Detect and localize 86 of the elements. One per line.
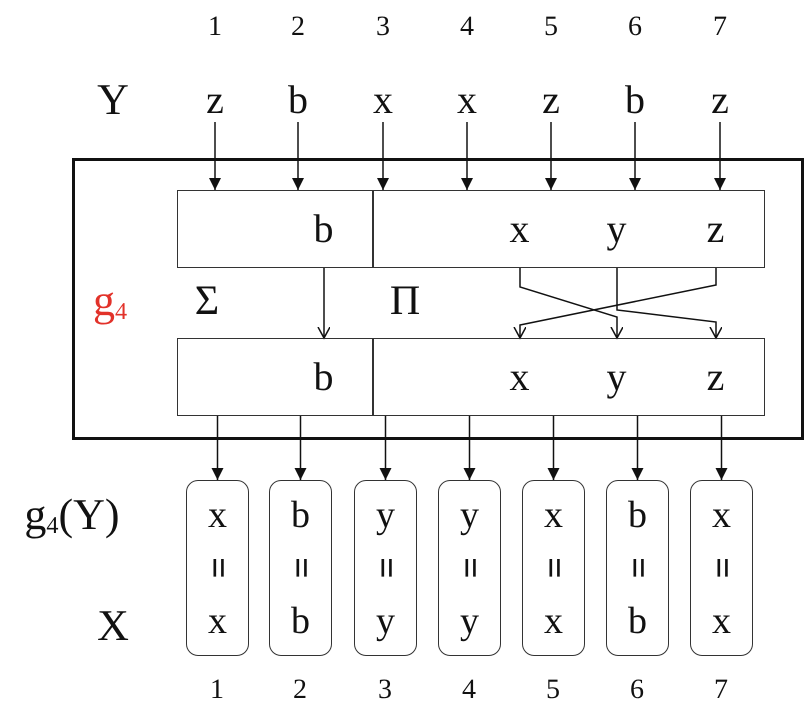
value-text: y <box>376 602 395 640</box>
variable-text: x <box>510 208 530 248</box>
equals-sign: = <box>198 557 236 579</box>
variable-text: z <box>706 356 724 396</box>
value-text: x <box>712 496 731 534</box>
variable-text: b <box>625 80 645 120</box>
column-number: 4 <box>462 676 476 704</box>
arrow <box>513 268 717 339</box>
arrow <box>212 416 224 480</box>
register-box <box>177 190 373 268</box>
result-box <box>606 480 669 656</box>
equals-sign: = <box>618 557 656 579</box>
equals-sign: = <box>282 557 320 579</box>
arrow <box>380 416 392 480</box>
column-number: 2 <box>293 676 307 704</box>
column-number: 2 <box>291 13 305 41</box>
equals-sign: = <box>534 557 572 579</box>
operator-symbol: Σ <box>194 280 220 322</box>
variable-text: z <box>542 80 560 120</box>
arrow <box>317 268 331 339</box>
variable-text: y <box>606 208 626 248</box>
result-box <box>186 480 249 656</box>
column-number: 5 <box>544 13 558 41</box>
value-text: b <box>628 496 647 534</box>
variable-text: z <box>711 80 729 120</box>
column-number: 7 <box>714 676 728 704</box>
arrow <box>377 122 389 190</box>
arrow <box>209 122 221 190</box>
value-text: y <box>460 602 479 640</box>
function-box <box>72 158 804 440</box>
arrow <box>519 268 624 339</box>
column-number: 1 <box>208 13 222 41</box>
variable-text: z <box>206 80 224 120</box>
register-box <box>373 190 765 268</box>
value-text: x <box>208 602 227 640</box>
column-number: 5 <box>546 676 560 704</box>
value-text: b <box>291 496 310 534</box>
column-number: 3 <box>378 676 392 704</box>
arrow <box>461 122 473 190</box>
operator-symbol: Π <box>390 280 420 322</box>
result-box <box>690 480 753 656</box>
arrow <box>716 416 728 480</box>
value-text: x <box>712 602 731 640</box>
equals-sign: = <box>450 557 488 579</box>
variable-text: x <box>510 356 530 396</box>
column-number: 1 <box>210 676 224 704</box>
column-number: 4 <box>460 13 474 41</box>
variable-text: b <box>314 356 334 396</box>
variable-text: b <box>288 80 308 120</box>
arrow <box>629 122 641 190</box>
value-text: x <box>544 602 563 640</box>
value-text: y <box>376 496 395 534</box>
column-number: 7 <box>713 13 727 41</box>
result-box <box>522 480 585 656</box>
arrow <box>714 122 726 190</box>
arrow <box>616 268 723 339</box>
arrow <box>548 416 560 480</box>
value-text: x <box>208 496 227 534</box>
variable-text: z <box>706 208 724 248</box>
row-label: g$_{4}$(Y) <box>24 493 120 537</box>
arrow <box>464 416 476 480</box>
value-text: x <box>544 496 563 534</box>
variable-text: x <box>373 80 393 120</box>
value-text: y <box>460 496 479 534</box>
value-text: b <box>291 602 310 640</box>
function-label: g$_{4}$ <box>93 279 128 323</box>
variable-text: b <box>314 208 334 248</box>
result-box <box>438 480 501 656</box>
column-number: 6 <box>630 676 644 704</box>
arrow <box>294 416 306 480</box>
column-number: 3 <box>376 13 390 41</box>
arrow <box>545 122 557 190</box>
register-box <box>177 338 373 416</box>
row-label: X <box>97 604 129 648</box>
variable-text: x <box>457 80 477 120</box>
arrow <box>632 416 644 480</box>
column-number: 6 <box>628 13 642 41</box>
equals-sign: = <box>366 557 404 579</box>
register-box <box>373 338 765 416</box>
result-box <box>269 480 332 656</box>
variable-text: y <box>606 356 626 396</box>
arrow <box>292 122 304 190</box>
result-box <box>354 480 417 656</box>
value-text: b <box>628 602 647 640</box>
row-label: Y <box>97 78 129 122</box>
equals-sign: = <box>702 557 740 579</box>
